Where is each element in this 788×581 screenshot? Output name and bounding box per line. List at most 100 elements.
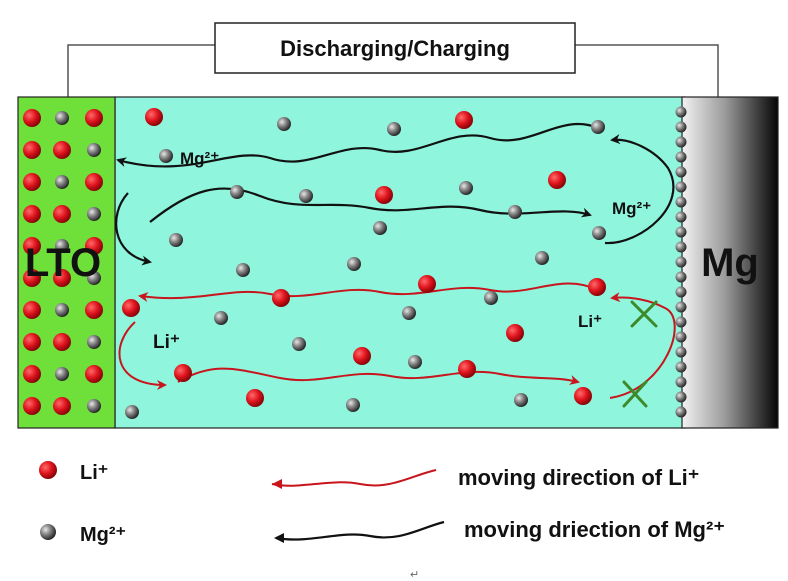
lto-li-ion xyxy=(53,269,71,287)
mg-surface-ion xyxy=(675,181,687,193)
legend-mg-direction: moving driection of Mg²⁺ xyxy=(464,517,725,542)
mg-ion xyxy=(373,221,387,235)
legend-li-text: Li⁺ xyxy=(80,462,108,484)
lto-li-ion xyxy=(23,301,41,319)
mg-upper-label: Mg²⁺ xyxy=(180,149,219,168)
header-title: Discharging/Charging xyxy=(280,36,510,61)
lto-mg-ion xyxy=(87,399,101,413)
mg-ion xyxy=(484,291,498,305)
lto-li-ion xyxy=(85,237,103,255)
mg-ion xyxy=(125,405,139,419)
mg-surface-ion xyxy=(675,271,687,283)
mg-surface-ion xyxy=(675,211,687,223)
mg-electrode-label: Mg xyxy=(701,241,759,285)
blocked-x-upper xyxy=(630,300,658,328)
lto-mg-ion xyxy=(87,335,101,349)
li-path-leftward xyxy=(138,282,599,303)
lto-li-ion xyxy=(23,269,41,287)
mg-surface-ion xyxy=(675,241,687,253)
lto-mg-ion xyxy=(55,111,69,125)
lto-label: LTO xyxy=(25,241,101,285)
external-circuit xyxy=(67,22,719,97)
mg-surface-ion xyxy=(675,376,687,388)
mg-surface-ion xyxy=(675,196,687,208)
mg-ion xyxy=(169,233,183,247)
li-ion xyxy=(145,108,163,126)
lto-mg-ion xyxy=(55,367,69,381)
li-ion xyxy=(588,278,606,296)
mg-surface-ion xyxy=(675,406,687,418)
mg-ion xyxy=(402,306,416,320)
legend-li-dot xyxy=(39,461,57,479)
lto-li-ion xyxy=(23,333,41,351)
mg-surface-ion xyxy=(675,106,687,118)
mg-ion xyxy=(592,226,606,240)
mg-ion xyxy=(230,185,244,199)
lto-li-ion xyxy=(53,141,71,159)
mg-surface-ion xyxy=(675,391,687,403)
mg-ion xyxy=(299,189,313,203)
mg-right-label: Mg²⁺ xyxy=(612,199,651,218)
li-ion xyxy=(548,171,566,189)
mg-surface-ion xyxy=(675,121,687,133)
li-ion xyxy=(122,299,140,317)
mg-return-left xyxy=(115,192,152,266)
li-ion xyxy=(458,360,476,378)
li-ion xyxy=(574,387,592,405)
mg-surface-ions xyxy=(675,106,687,418)
mg-electrode xyxy=(681,96,779,429)
mg-ion xyxy=(387,122,401,136)
mg-ion xyxy=(292,337,306,351)
mg-surface-ion xyxy=(675,151,687,163)
li-ion xyxy=(418,275,436,293)
mg-ion xyxy=(347,257,361,271)
mg-ion xyxy=(459,181,473,195)
legend-mg-path xyxy=(275,520,445,541)
mg-ion xyxy=(535,251,549,265)
li-right-label: Li⁺ xyxy=(578,312,602,331)
lto-li-ion xyxy=(53,205,71,223)
mg-surface-ion xyxy=(675,316,687,328)
legend-mg-text: Mg²⁺ xyxy=(80,524,126,546)
mg-surface-ion xyxy=(675,361,687,373)
mg-surface-ion xyxy=(675,286,687,298)
page-mark: ↵ xyxy=(410,569,419,581)
mg-return-right xyxy=(604,134,675,245)
lto-mg-ion xyxy=(55,239,69,253)
lto-li-ion xyxy=(23,237,41,255)
lto-li-ion xyxy=(53,333,71,351)
mg-ion xyxy=(514,393,528,407)
lto-lattice xyxy=(23,109,103,415)
lto-mg-ion xyxy=(87,143,101,157)
mg-surface-ion xyxy=(675,136,687,148)
lto-mg-ion xyxy=(55,175,69,189)
lto-mg-ion xyxy=(87,271,101,285)
li-ion xyxy=(353,347,371,365)
mg-surface-ion xyxy=(675,301,687,313)
blocked-x-lower xyxy=(622,380,648,408)
mg-ion xyxy=(159,149,173,163)
mg-surface-ion xyxy=(675,331,687,343)
mg-surface-ion xyxy=(675,256,687,268)
mg-ion xyxy=(236,263,250,277)
mg-ion xyxy=(277,117,291,131)
lto-li-ion xyxy=(53,397,71,415)
li-ion xyxy=(272,289,290,307)
legend-li-path xyxy=(271,469,437,487)
lto-li-ion xyxy=(23,141,41,159)
blocked-markers xyxy=(622,300,658,408)
mg-ion xyxy=(508,205,522,219)
legend: Li⁺ Mg²⁺ moving direction of Li⁺ moving … xyxy=(39,461,725,546)
li-path-rightward xyxy=(177,367,580,385)
electrolyte-ions xyxy=(122,108,606,419)
lto-mg-ion xyxy=(55,303,69,317)
mg-surface-ion xyxy=(675,226,687,238)
lto-li-ion xyxy=(23,109,41,127)
mg-ion xyxy=(591,120,605,134)
mg-ion xyxy=(408,355,422,369)
lto-mg-ion xyxy=(87,207,101,221)
mg-surface-ion xyxy=(675,346,687,358)
li-ion xyxy=(246,389,264,407)
li-ion xyxy=(455,111,473,129)
